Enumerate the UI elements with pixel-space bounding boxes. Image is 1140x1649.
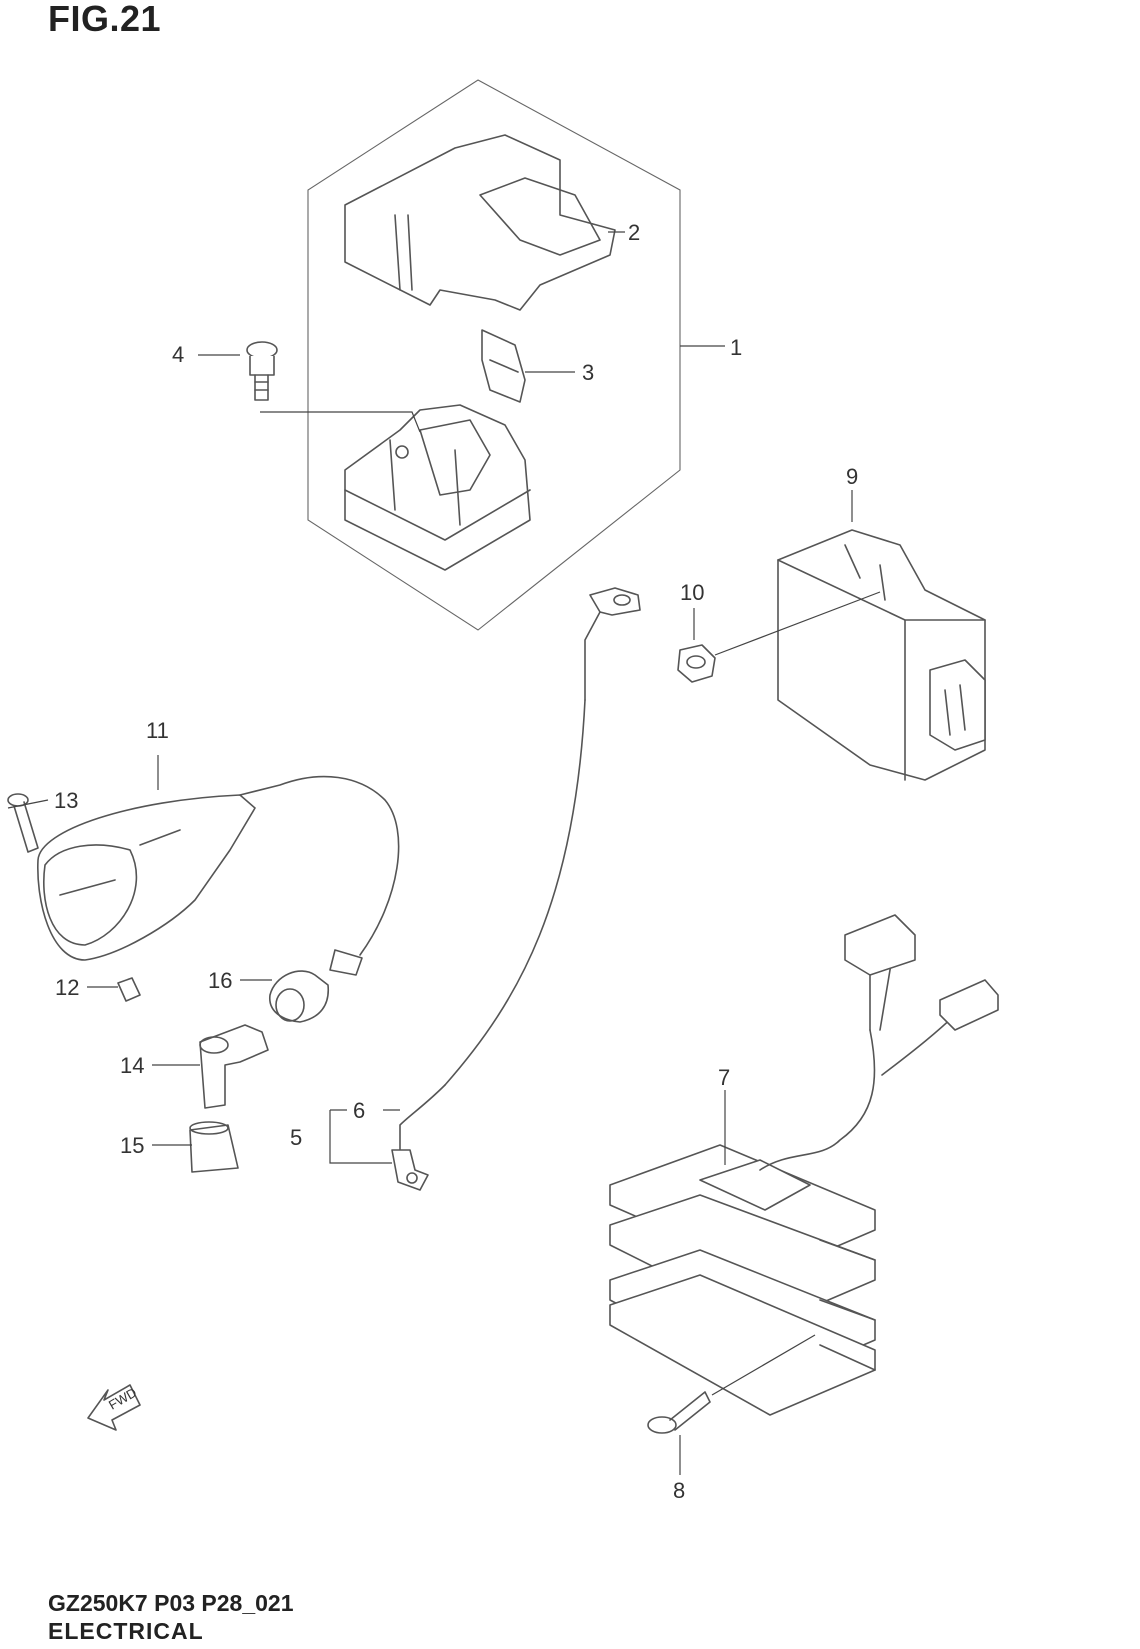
section-title: ELECTRICAL [48,1618,204,1644]
callout-11: 11 [146,718,169,743]
regulator-rectifier [609,914,999,1416]
sleeve-12 [117,977,141,1002]
callout-10: 10 [680,580,704,605]
plug-cap-cover [189,1121,239,1173]
bolt-13 [7,793,39,853]
callout-5: 5 [290,1125,302,1150]
nut-10 [677,591,881,683]
fuse-box-cover [344,134,616,311]
screw-4 [246,341,278,401]
bolt-8 [647,1334,816,1434]
callout-3: 3 [582,360,594,385]
callout-16: 16 [208,968,232,993]
callout-14: 14 [120,1053,144,1078]
callout-12: 12 [55,975,79,1000]
cdi-unit [777,529,986,781]
ignition-coil [37,775,400,976]
forward-arrow-icon: FWD [87,1384,141,1431]
callout-13: 13 [54,788,78,813]
grommet-16 [269,970,329,1023]
callout-1: 1 [730,335,742,360]
callout-15: 15 [120,1133,144,1158]
callout-2: 2 [628,220,640,245]
callout-labels: 1 2 3 4 5 6 7 8 9 10 11 12 13 14 15 16 [54,220,858,1503]
model-code: GZ250K7 P03 P28_021 [48,1590,294,1616]
callout-leaders [7,231,853,1475]
callout-6: 6 [353,1098,365,1123]
starter-relay [344,404,531,571]
callout-8: 8 [673,1478,685,1503]
callout-9: 9 [846,464,858,489]
callout-4: 4 [172,342,184,367]
ground-lead [391,587,641,1191]
spark-plug-cap [199,1024,269,1109]
fuse [481,329,526,403]
callout-7: 7 [718,1065,730,1090]
fuse-box-assembly [260,79,681,631]
figure-title: FIG.21 [48,0,162,39]
